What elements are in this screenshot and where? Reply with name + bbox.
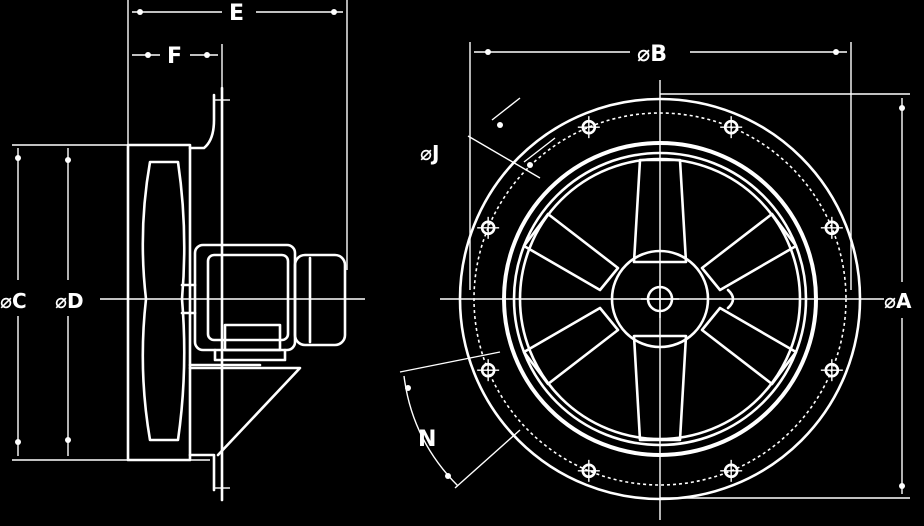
impeller-hub: [610, 249, 710, 349]
dimension-c: ⌀C: [0, 144, 210, 461]
dimension-n: N: [399, 351, 521, 489]
bolt-circle: [473, 112, 847, 486]
label-a: ⌀A: [884, 289, 912, 313]
bolt-holes: [477, 116, 843, 482]
label-j: ⌀J: [420, 141, 439, 165]
dimension-d: ⌀D: [55, 148, 84, 456]
label-e: E: [229, 1, 244, 26]
label-n: N: [418, 427, 436, 452]
label-f: F: [167, 44, 182, 69]
fan-housing-side: [126, 86, 302, 502]
front-view: ⌀B ⌀A ⌀J N: [399, 42, 912, 520]
motor-side: [180, 243, 347, 362]
impeller-blades: [522, 158, 798, 442]
duct-ring-middle: [512, 151, 808, 447]
bolt-hole: [820, 216, 843, 239]
label-d: ⌀D: [55, 289, 84, 313]
duct-ring-outer: [502, 141, 818, 457]
flange-outer-circle: [458, 97, 862, 501]
bolt-hole: [720, 459, 743, 482]
side-view: E F ⌀C ⌀D: [0, 0, 365, 502]
bolt-hole: [577, 459, 600, 482]
bolt-hole: [720, 116, 743, 139]
bolt-hole: [477, 216, 500, 239]
dimension-b: ⌀B: [469, 42, 852, 290]
bolt-hole: [577, 116, 600, 139]
label-c: ⌀C: [0, 289, 27, 313]
label-b: ⌀B: [637, 42, 667, 67]
dimension-j: ⌀J: [420, 97, 556, 179]
dimension-a: ⌀A: [660, 93, 912, 499]
bolt-hole: [477, 359, 500, 382]
dimension-e: E: [127, 0, 348, 270]
dimension-f: F: [132, 44, 223, 120]
bolt-hole: [820, 359, 843, 382]
